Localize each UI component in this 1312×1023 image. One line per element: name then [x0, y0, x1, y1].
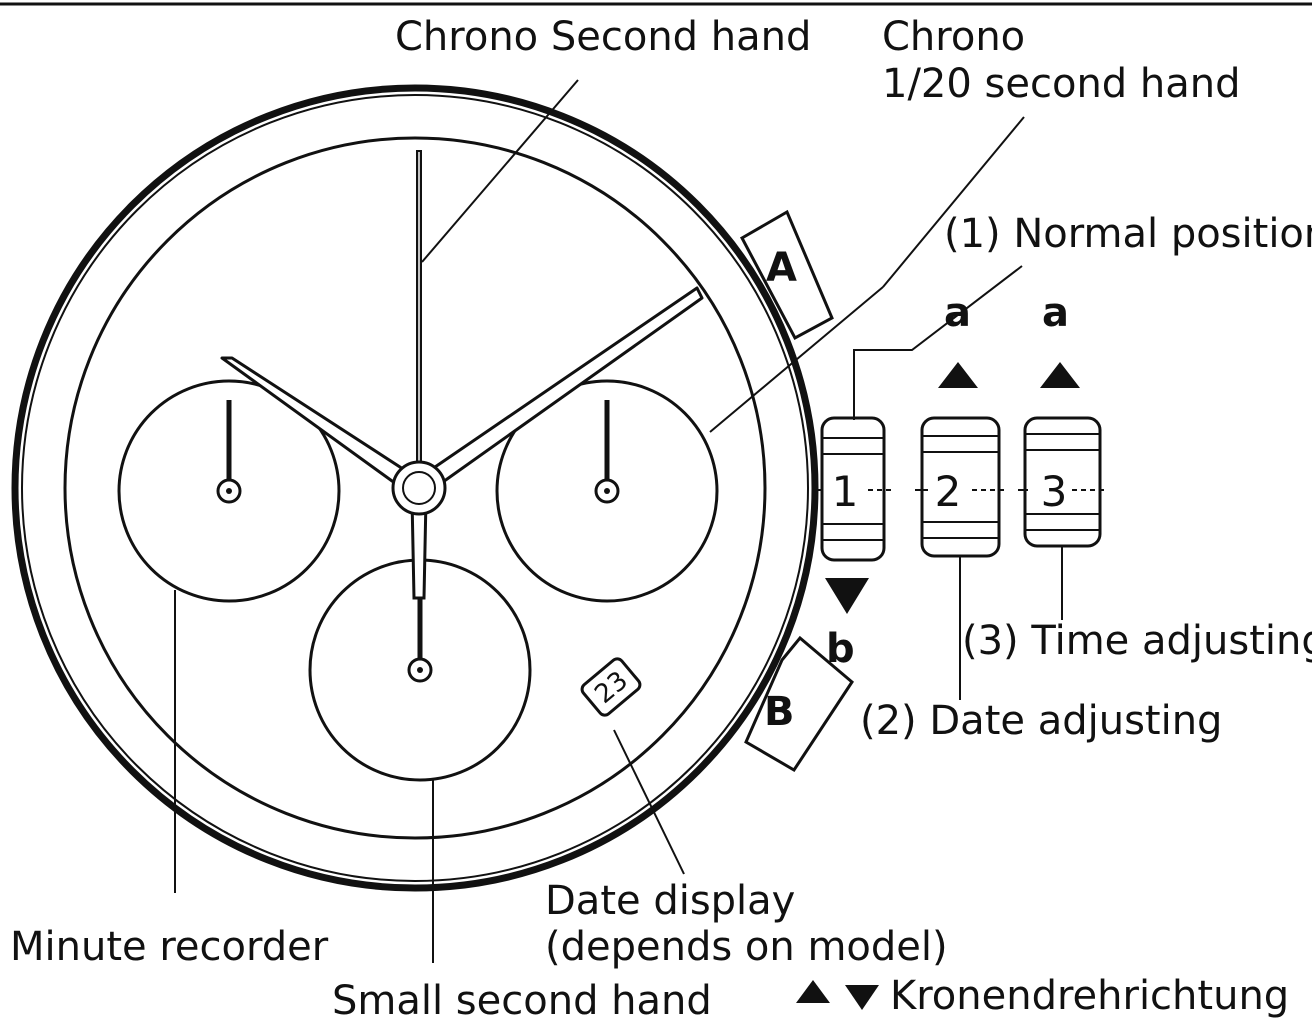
- crown-1-number: 1: [832, 467, 859, 516]
- triangle-up-icon: [938, 362, 978, 388]
- direction-a-label-3: a: [1042, 290, 1069, 336]
- label-time-adjusting: (3) Time adjusting: [962, 618, 1312, 664]
- label-date-adjusting: (2) Date adjusting: [860, 698, 1222, 744]
- minute-hand: [414, 286, 704, 496]
- pusher-b: [744, 635, 854, 773]
- watch-case-outer: [11, 84, 819, 892]
- subdial-left: [117, 379, 341, 603]
- crown-3-number: 3: [1041, 467, 1068, 516]
- watch-case-ring: [21, 94, 809, 882]
- pusher-b-label: B: [764, 689, 795, 735]
- triangle-up-icon: [1040, 362, 1080, 388]
- label-chrono-line1: Chrono: [882, 14, 1025, 60]
- hour-hand: [220, 356, 422, 496]
- label-minute-recorder: Minute recorder: [10, 924, 329, 970]
- direction-a-label-2: a: [944, 290, 971, 336]
- label-normal-position: (1) Normal position: [944, 211, 1312, 257]
- label-date-display-line2: (depends on model): [545, 924, 948, 970]
- leader-lines: [174, 79, 1063, 963]
- label-small-second-hand: Small second hand: [332, 978, 712, 1023]
- triangle-up-icon: [796, 980, 830, 1003]
- subdial-right: [495, 379, 719, 603]
- label-crown-direction: Kronendrehrichtung: [890, 973, 1289, 1019]
- watch-dial: [63, 136, 767, 840]
- crown-position-2: 2: [915, 416, 1004, 558]
- crown-2-number: 2: [935, 467, 962, 516]
- label-chrono-line2: 1/20 second hand: [882, 61, 1241, 107]
- label-date-display-line1: Date display: [545, 878, 795, 924]
- triangle-down-icon: [825, 578, 869, 614]
- label-chrono-second-hand: Chrono Second hand: [395, 14, 811, 60]
- pusher-a-label: A: [766, 245, 797, 291]
- center-pinion: [391, 460, 447, 516]
- chrono-second-hand: [410, 150, 428, 600]
- date-window: 23: [580, 657, 642, 717]
- triangle-down-icon: [845, 985, 879, 1010]
- direction-b-label: b: [826, 626, 855, 672]
- crown-position-1: 1: [815, 416, 892, 562]
- pusher-a: [739, 209, 834, 341]
- crown-position-3: 3: [1018, 416, 1104, 548]
